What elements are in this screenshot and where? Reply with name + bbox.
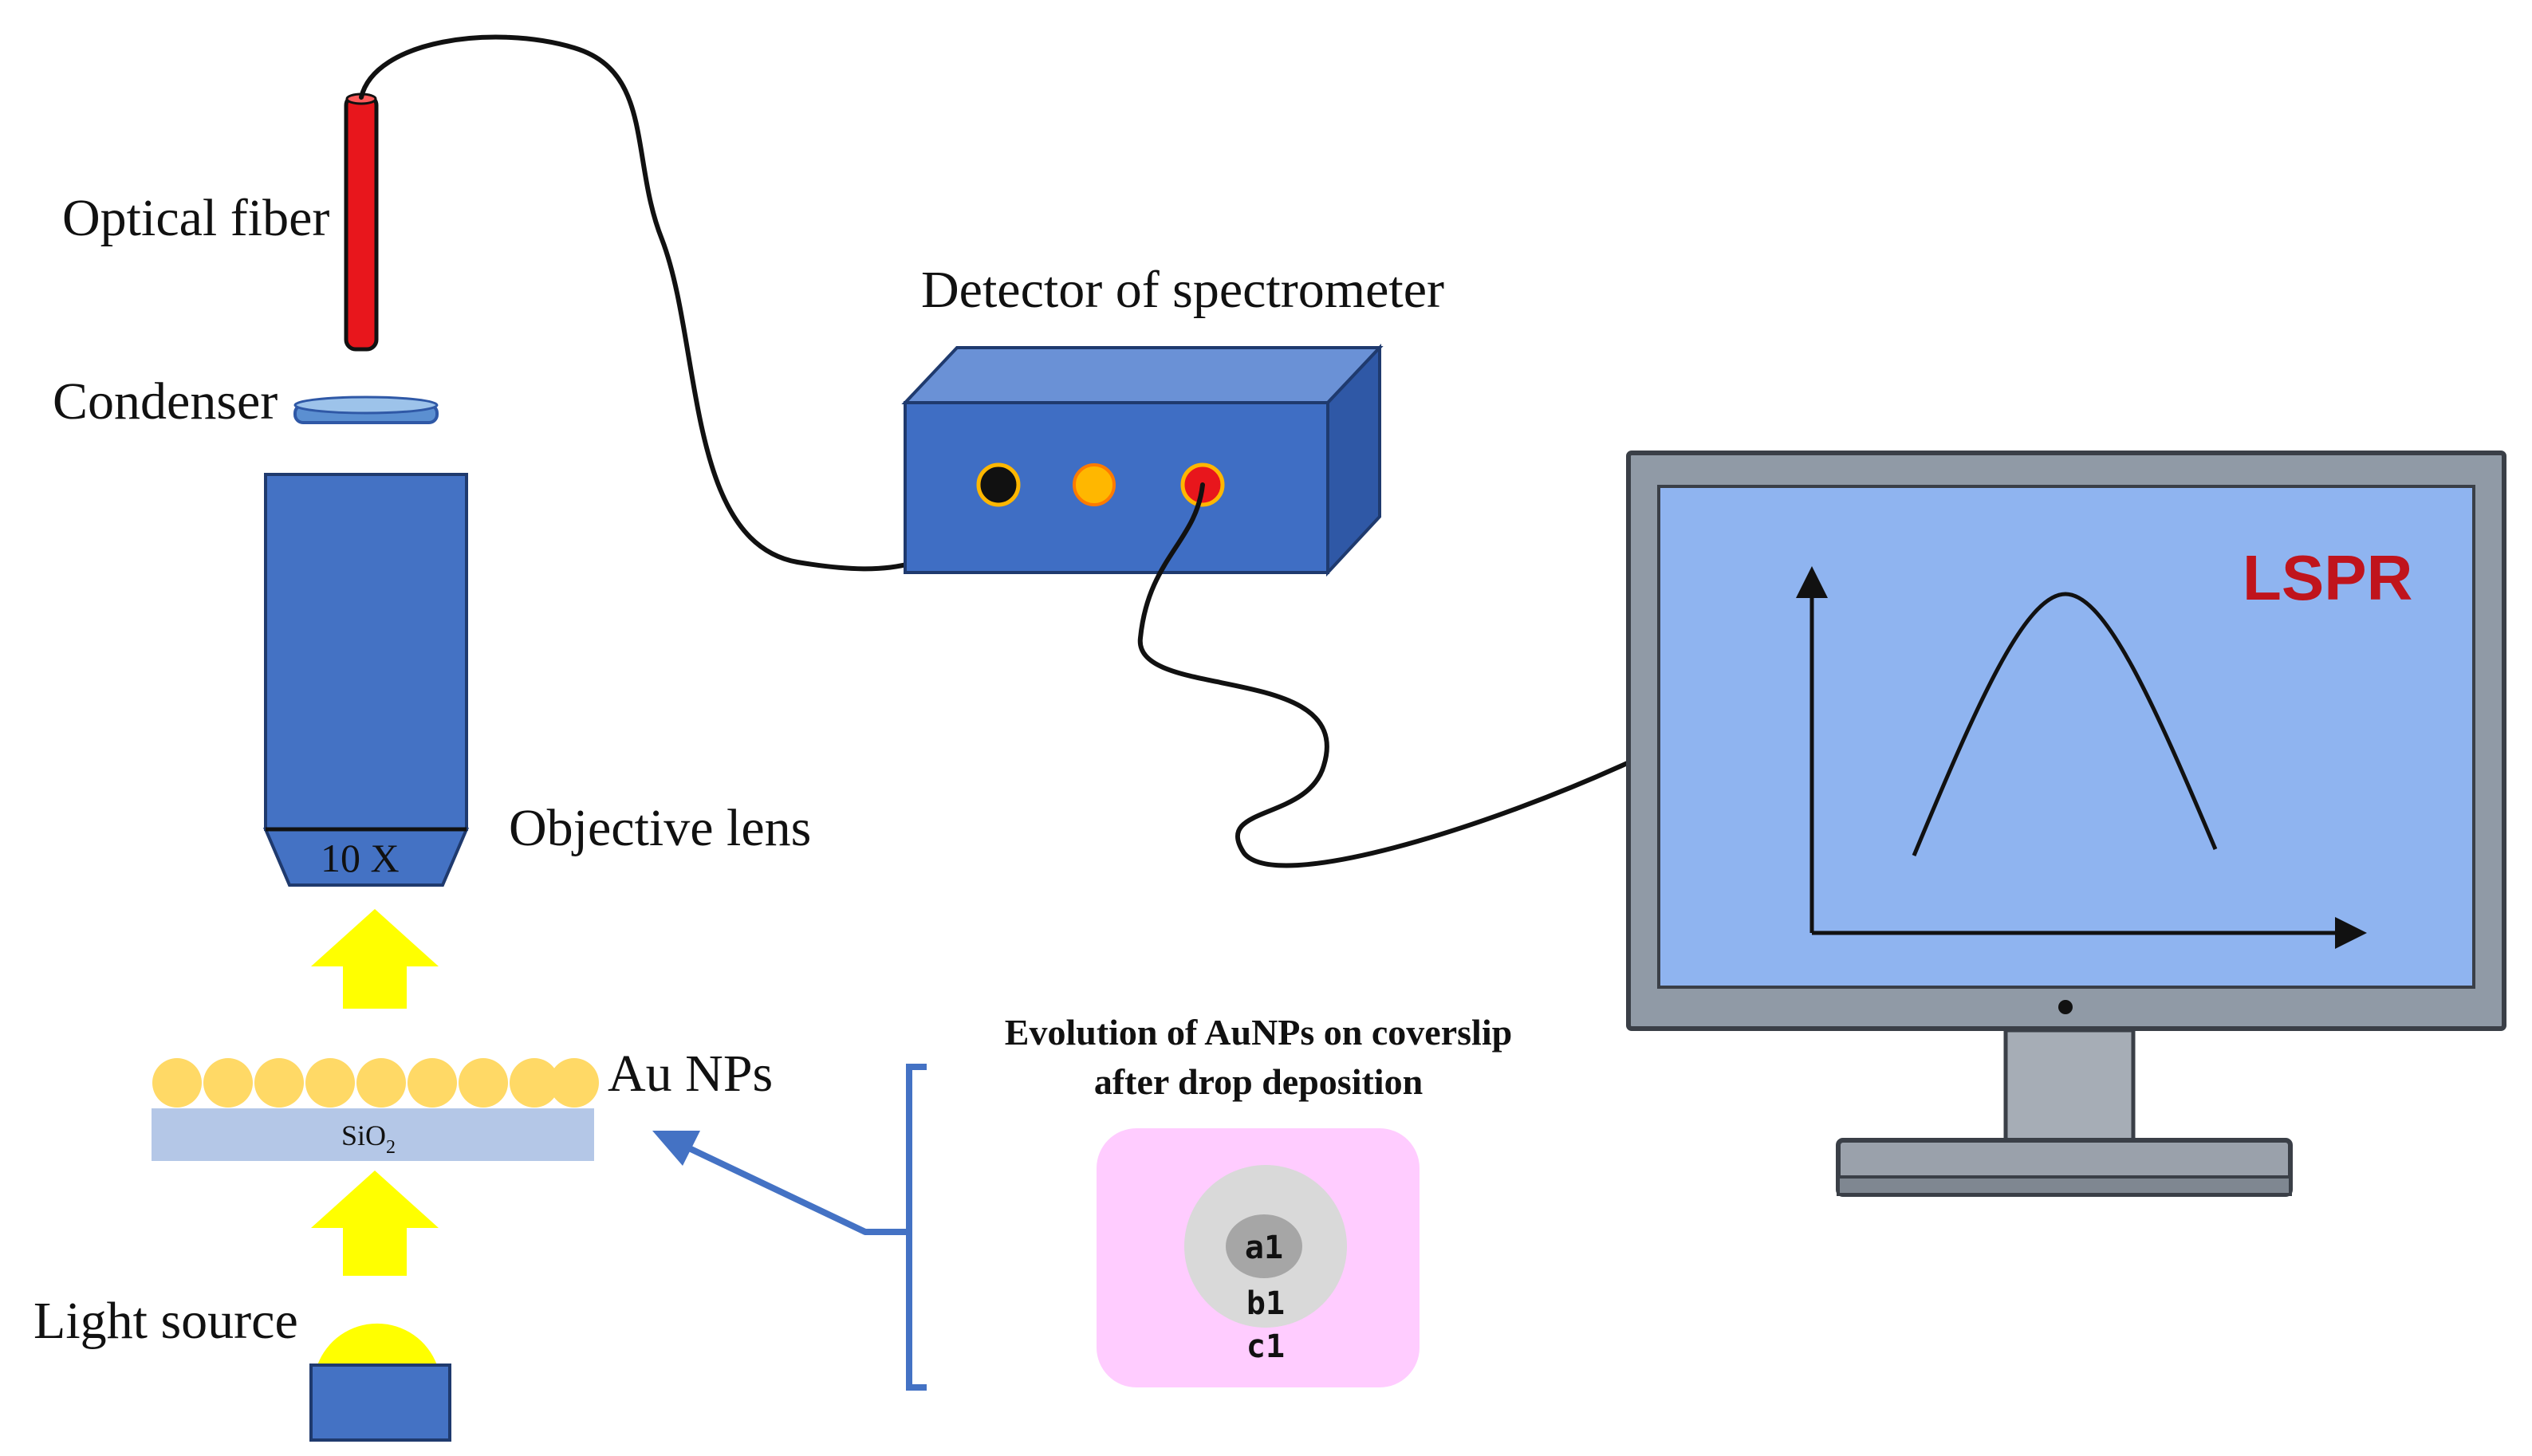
au-nanoparticles <box>152 1058 599 1108</box>
light-arrow-upper <box>311 909 439 1009</box>
lspr-label: LSPR <box>2243 542 2412 613</box>
zone-c-label: c1 <box>1246 1328 1285 1365</box>
spectrometer-box-icon <box>901 343 1384 577</box>
port-black <box>976 462 1021 507</box>
evolution-title-line2: after drop deposition <box>1094 1061 1423 1102</box>
sio2-substrate <box>152 1108 594 1161</box>
monitor-icon <box>1626 451 2506 1197</box>
data-cable <box>1137 482 1633 868</box>
zone-a-label: a1 <box>1245 1230 1283 1266</box>
light-source-label: Light source <box>33 1292 298 1350</box>
light-arrow-lower <box>311 1171 439 1276</box>
evolution-title-line1: Evolution of AuNPs on coverslip <box>1005 1012 1512 1053</box>
sio2-label: SiO2 <box>341 1120 396 1158</box>
port-orange <box>1073 463 1116 506</box>
objective-lens-label: Objective lens <box>509 799 811 857</box>
condenser-label: Condenser <box>53 372 278 431</box>
pointer-arrow <box>652 1131 909 1235</box>
optical-fiber-label: Optical fiber <box>62 189 329 247</box>
zone-a-region <box>1226 1214 1302 1278</box>
detector-label: Detector of spectrometer <box>921 261 1444 319</box>
light-bulb-icon <box>309 1323 451 1442</box>
lspr-curve <box>1912 592 2218 856</box>
objective-lens <box>262 473 470 887</box>
optical-fiber <box>344 92 379 352</box>
fiber-cable <box>359 34 995 572</box>
magnification-label: 10 X <box>321 836 400 880</box>
bracket <box>906 1064 927 1391</box>
condenser <box>293 395 439 424</box>
zone-b-label: b1 <box>1246 1285 1285 1322</box>
au-nps-label: Au NPs <box>608 1045 773 1103</box>
